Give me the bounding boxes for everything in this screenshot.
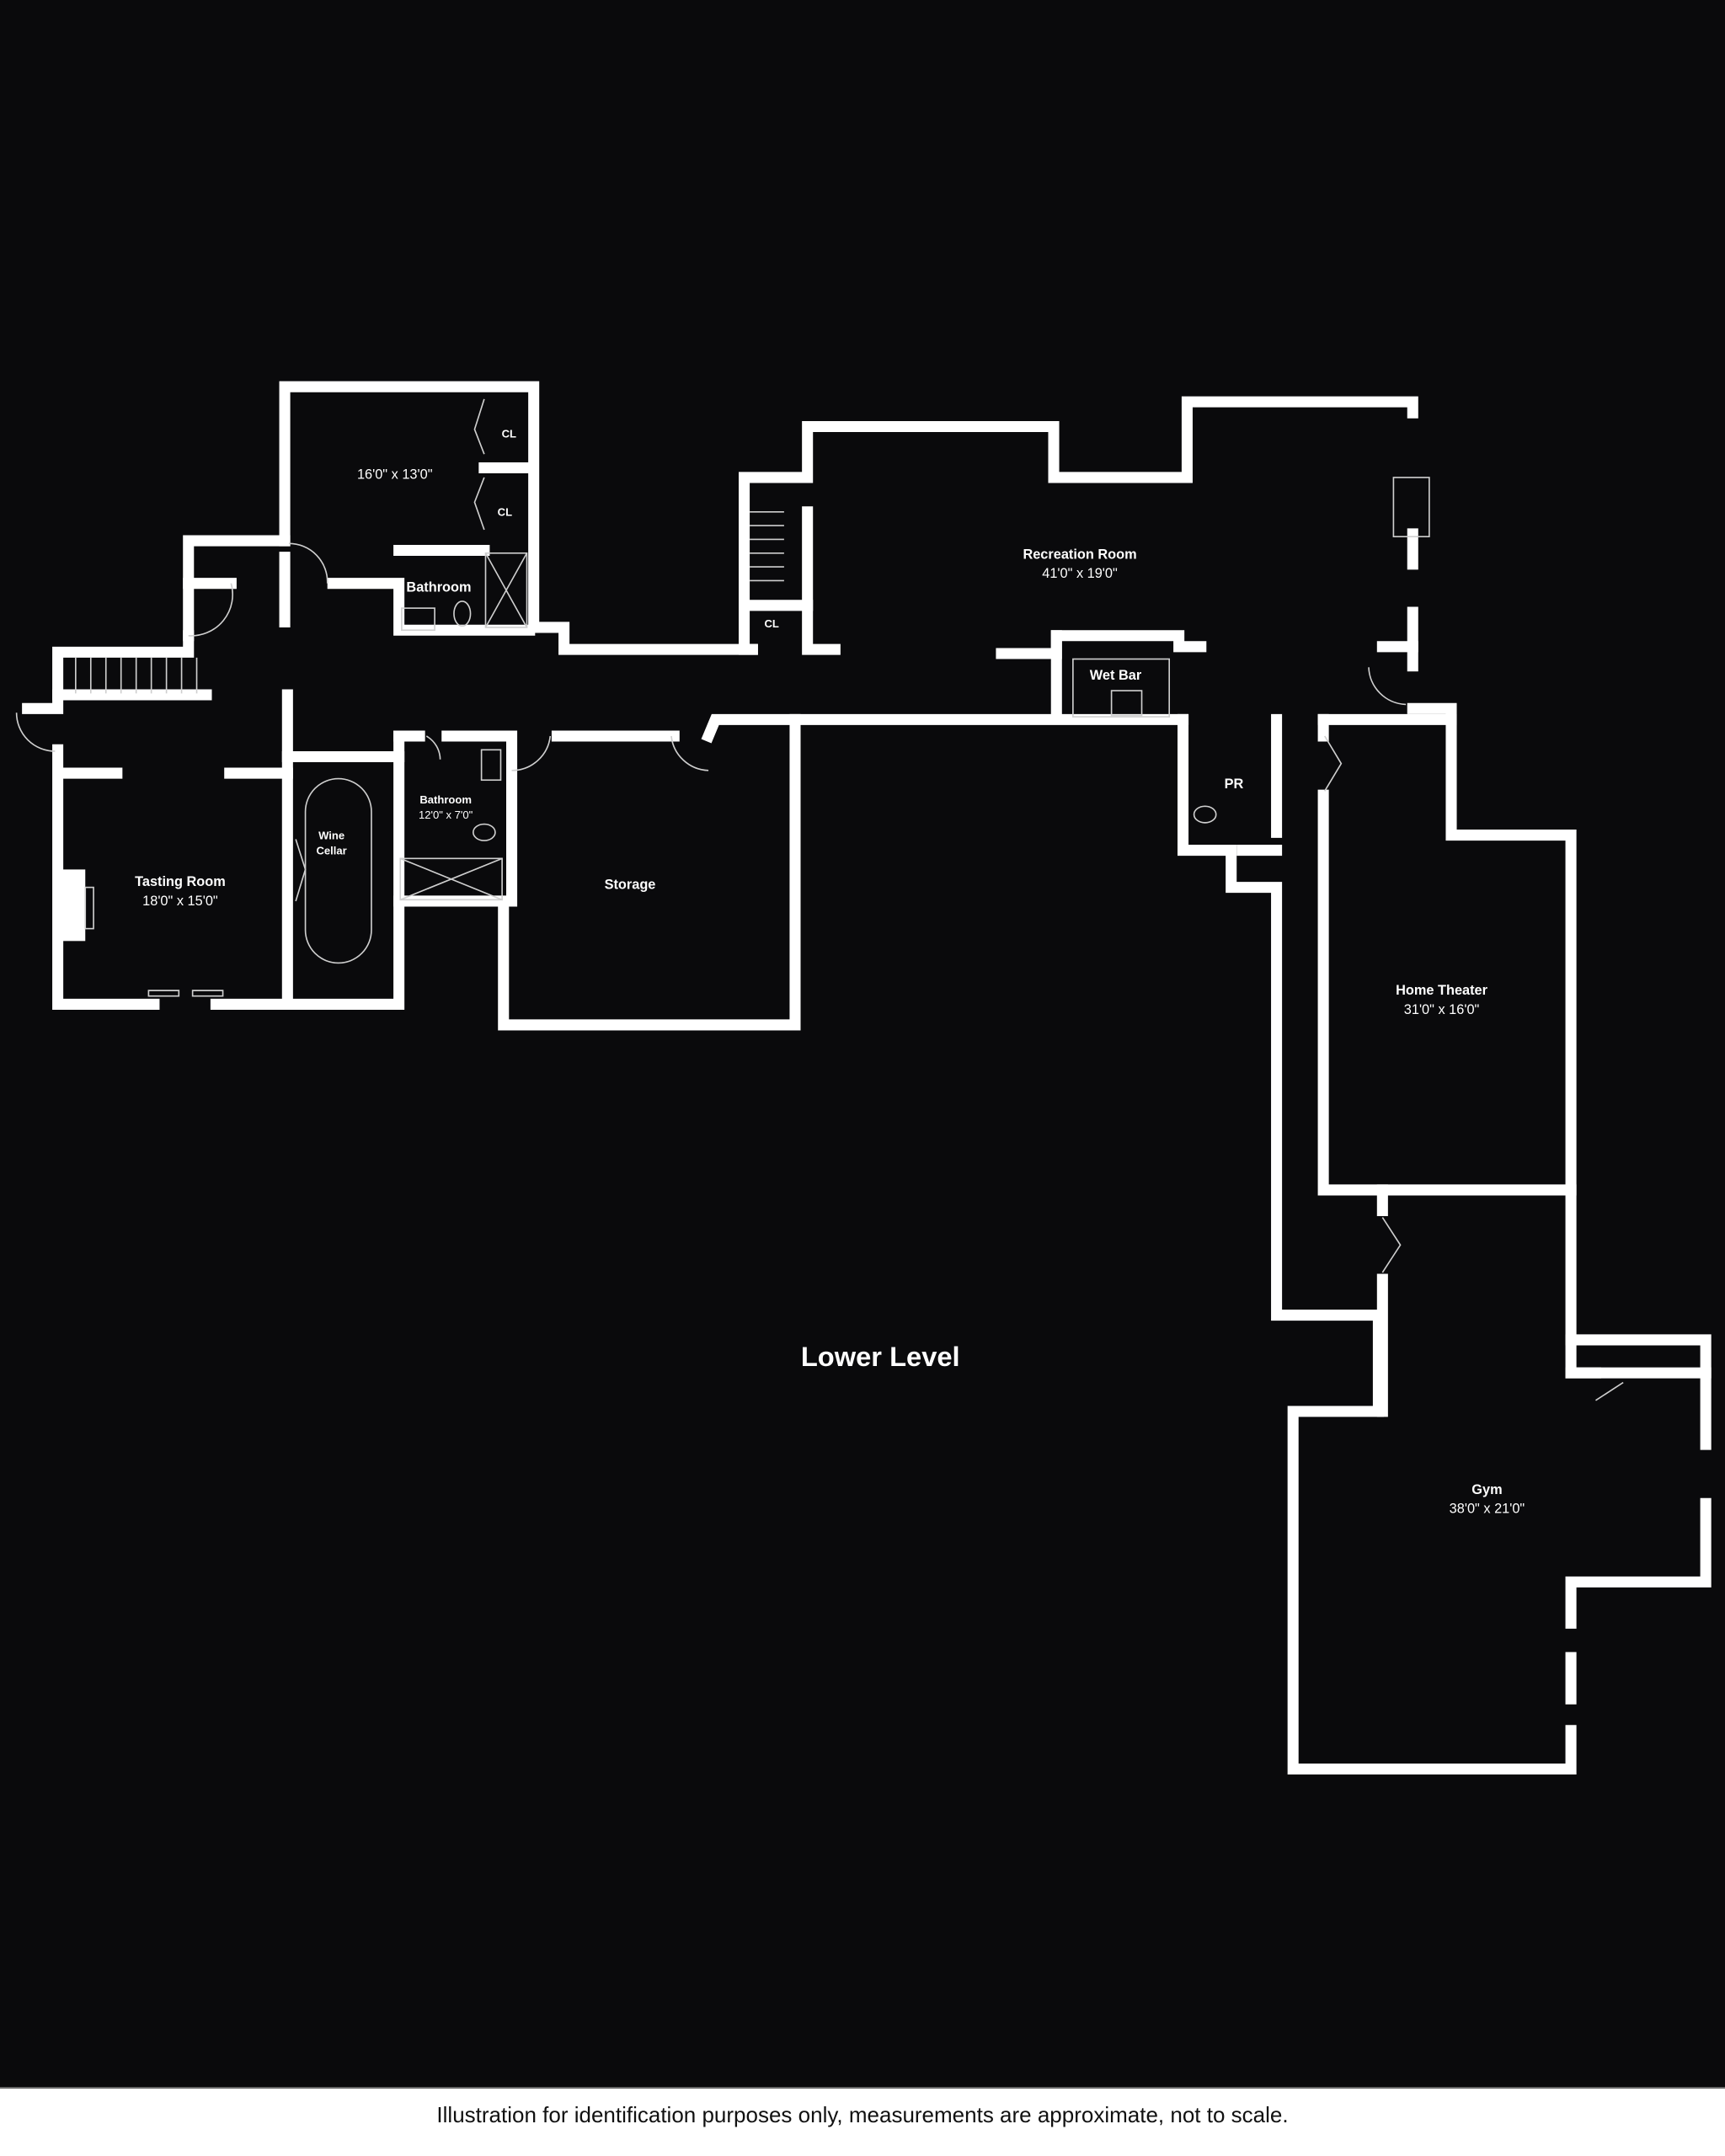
home-theater-dims: 31'0" x 16'0" bbox=[1404, 1002, 1480, 1017]
bathroom-lower-dims: 12'0" x 7'0" bbox=[419, 808, 473, 821]
disclaimer-text: Illustration for identification purposes… bbox=[436, 2102, 1289, 2127]
wine-cellar-label: Wine bbox=[318, 829, 344, 841]
fireplace bbox=[60, 869, 86, 942]
bedroom-dims: 16'0" x 13'0" bbox=[357, 467, 433, 483]
fixtures bbox=[60, 510, 1217, 997]
wine-cellar-label: Cellar bbox=[316, 844, 346, 857]
stairs-right bbox=[750, 510, 784, 582]
doors bbox=[15, 398, 1624, 1401]
bathroom-lower-label: Bathroom bbox=[419, 793, 472, 806]
recreation-room-dims: 41'0" x 19'0" bbox=[1042, 566, 1118, 581]
sink-icon bbox=[480, 749, 502, 782]
room-labels: 16'0" x 13'0" CL CL CL Bathroom Recreati… bbox=[135, 428, 1525, 1517]
closet-label: CL bbox=[502, 428, 516, 440]
bathroom-upper-label: Bathroom bbox=[406, 580, 471, 595]
recreation-room-label: Recreation Room bbox=[1023, 547, 1136, 562]
walls bbox=[22, 381, 1712, 1775]
disclaimer-footer: Illustration for identification purposes… bbox=[0, 2087, 1725, 2156]
shower-upper-icon bbox=[484, 552, 528, 628]
home-theater-label: Home Theater bbox=[1396, 983, 1488, 998]
gym-label: Gym bbox=[1471, 1482, 1502, 1497]
stairs-left bbox=[75, 657, 198, 694]
wet-bar-label: Wet Bar bbox=[1090, 668, 1142, 683]
tasting-room-label: Tasting Room bbox=[135, 874, 226, 889]
gym-dims: 38'0" x 21'0" bbox=[1450, 1502, 1525, 1517]
tasting-room-dims: 18'0" x 15'0" bbox=[142, 894, 218, 909]
sliding-door bbox=[147, 990, 224, 997]
shower-icon bbox=[399, 857, 503, 901]
closet-label: CL bbox=[498, 506, 512, 519]
floor-plan: 16'0" x 13'0" CL CL CL Bathroom Recreati… bbox=[15, 381, 1712, 1775]
floor-title: Lower Level bbox=[801, 1341, 960, 1372]
bar-sink-icon bbox=[1110, 690, 1143, 717]
pr-label: PR bbox=[1225, 776, 1244, 792]
toilet-icon bbox=[453, 600, 472, 627]
sink-icon bbox=[401, 607, 435, 632]
closet-label: CL bbox=[765, 617, 779, 630]
wine-rack-outline bbox=[304, 777, 372, 964]
toilet-icon bbox=[1193, 805, 1217, 824]
storage-label: Storage bbox=[605, 877, 656, 892]
toilet-icon bbox=[472, 823, 496, 841]
